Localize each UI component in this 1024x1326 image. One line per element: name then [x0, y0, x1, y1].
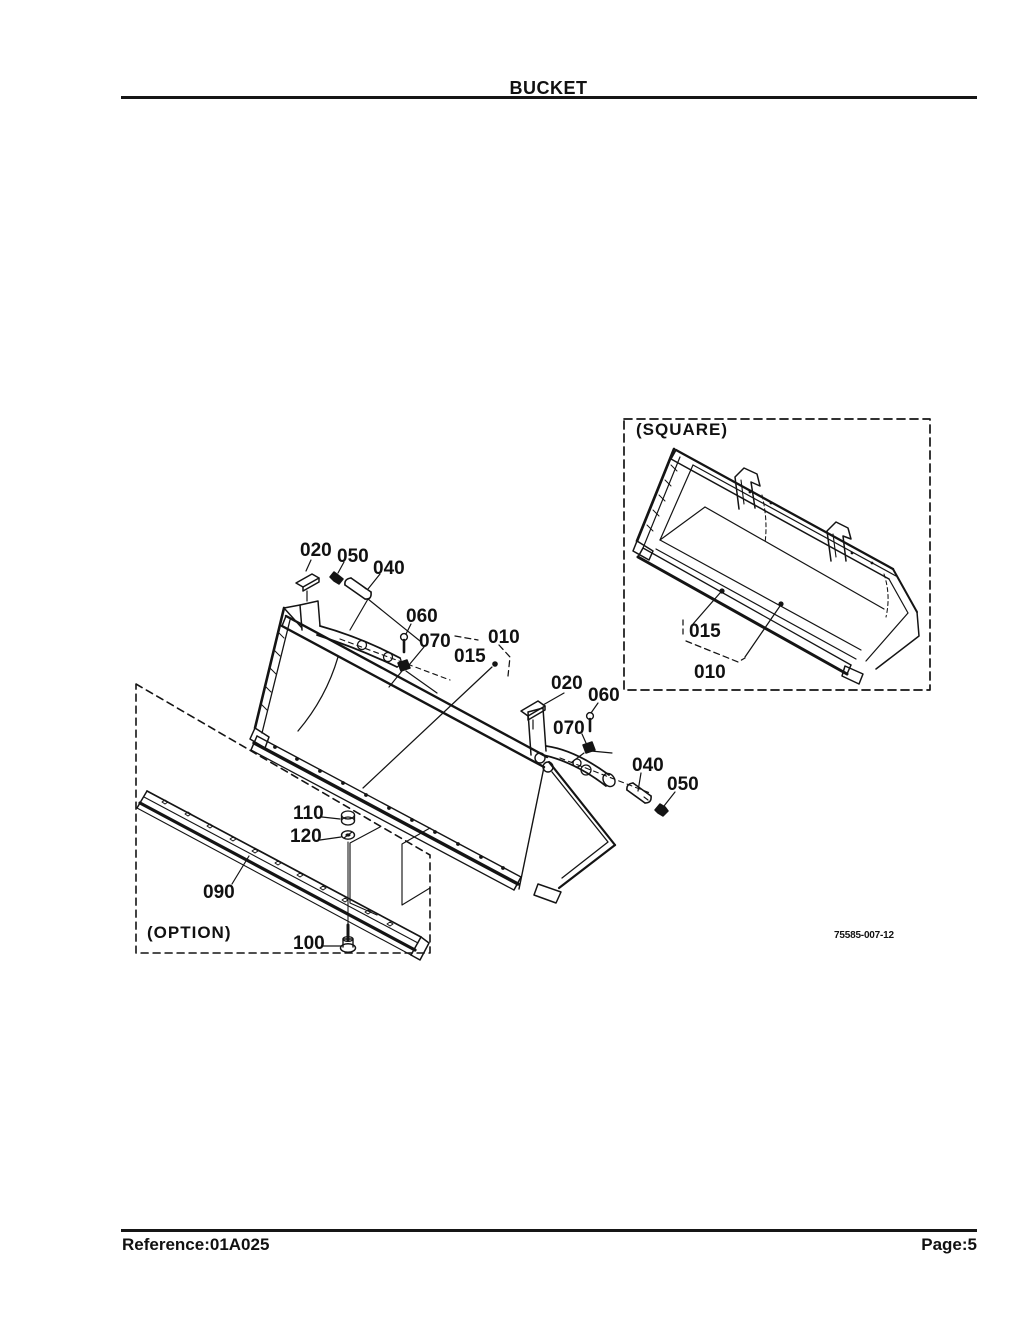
option-section-label: (OPTION): [147, 923, 232, 942]
callout-015-square: 015: [689, 621, 721, 642]
footer-reference: Reference:01A025: [122, 1235, 270, 1254]
footer-rule: [121, 1229, 977, 1232]
callout-010-square: 010: [694, 662, 726, 683]
hardware-left-group: [296, 560, 437, 693]
main-assembly-leaders: [363, 636, 510, 788]
square-section-label: (SQUARE): [636, 420, 729, 439]
callout-020-right: 020: [551, 673, 583, 694]
square-bucket-inset: [624, 419, 930, 690]
drawing-number: 75585-007-12: [834, 930, 894, 941]
hardware-right-group: [521, 693, 675, 816]
lip-bolt-holes: [273, 745, 505, 870]
callout-100: 100: [293, 933, 325, 954]
footer-page-number: Page:5: [921, 1235, 977, 1254]
page-title: BUCKET: [509, 78, 588, 98]
callout-040-right: 040: [632, 755, 664, 776]
option-box: [136, 684, 430, 960]
callout-090: 090: [203, 882, 235, 903]
callout-050-left: 050: [337, 546, 369, 567]
callout-070-right: 070: [553, 718, 585, 739]
phantom-break-lines: [350, 827, 430, 915]
callout-110: 110: [293, 803, 324, 824]
callout-120: 120: [290, 826, 322, 847]
callout-010-main: 010: [488, 627, 520, 648]
callout-015-main: 015: [454, 646, 486, 667]
callout-020-left: 020: [300, 540, 332, 561]
callout-040-left: 040: [373, 558, 405, 579]
callout-070-left: 070: [419, 631, 451, 652]
main-bucket-weldment: [250, 601, 650, 915]
title-rule: [121, 96, 977, 99]
callout-060-left: 060: [406, 606, 438, 627]
callout-050-right: 050: [667, 774, 699, 795]
callout-060-right: 060: [588, 685, 620, 706]
